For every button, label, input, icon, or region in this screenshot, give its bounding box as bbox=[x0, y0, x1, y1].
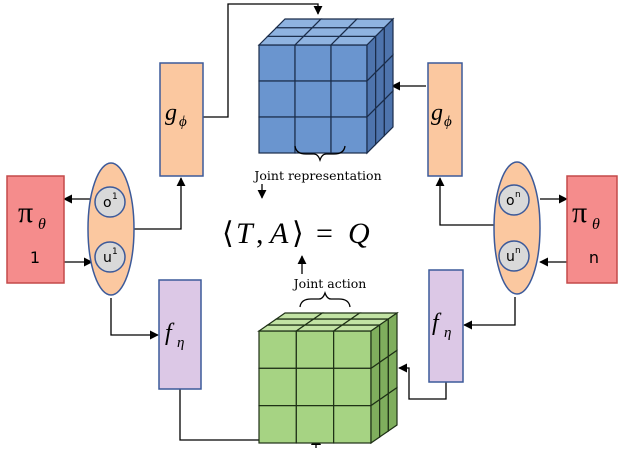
joint-action-label: Joint action bbox=[292, 276, 367, 291]
action-cube-side-cell bbox=[370, 398, 381, 445]
g-subscript-right: ϕ bbox=[444, 114, 452, 130]
arrow-g-left-to-rep-cube bbox=[203, 3, 323, 118]
arrow-f-right-to-action-cube bbox=[398, 363, 447, 400]
representation-cube-front-cell bbox=[258, 44, 296, 82]
representation-cube-side-cell bbox=[366, 106, 377, 155]
representation-cube-front-cell bbox=[258, 116, 296, 154]
g-box-right bbox=[427, 62, 463, 177]
act-label-1: u bbox=[103, 250, 112, 266]
policy-box-1 bbox=[6, 175, 65, 284]
representation-cube-front-cell bbox=[258, 80, 296, 118]
representation-cube-side-cell bbox=[383, 89, 394, 138]
g-subscript-left: ϕ bbox=[179, 114, 187, 130]
action-cube-front-cell bbox=[258, 330, 297, 369]
action-cube-front-cell bbox=[295, 330, 335, 369]
f-box-right bbox=[428, 269, 464, 383]
act-circle-1 bbox=[94, 241, 126, 273]
representation-cube-front-cell bbox=[330, 44, 368, 82]
eq-a: A bbox=[268, 217, 289, 250]
f-symbol-left: f bbox=[165, 320, 175, 346]
agent-index-n: n bbox=[589, 248, 599, 267]
f-subscript-left: η bbox=[177, 335, 184, 351]
action-cube-front-cell bbox=[333, 405, 372, 444]
action-cube-front-cell bbox=[295, 367, 335, 407]
action-cube-side-cell bbox=[370, 361, 381, 407]
eq-q: Q bbox=[348, 217, 370, 250]
action-brace-icon bbox=[299, 290, 351, 308]
policy-symbol-1: π bbox=[18, 196, 33, 229]
f-box-left bbox=[158, 279, 202, 390]
f-subscript-right: η bbox=[444, 325, 451, 341]
agent-1-io-ellipse: o 1 u 1 bbox=[87, 162, 135, 296]
action-cube-front-cell bbox=[295, 405, 335, 444]
action-cube bbox=[257, 311, 399, 445]
representation-brace-icon bbox=[294, 145, 346, 163]
action-cube-side-cell bbox=[370, 323, 381, 370]
action-cube-side-cell bbox=[387, 311, 398, 358]
io-ellipse-n bbox=[493, 161, 541, 295]
g-network-left: g ϕ bbox=[159, 62, 204, 177]
g-box-left bbox=[159, 62, 204, 177]
arrow-ellipse-n-to-f-right bbox=[463, 297, 516, 330]
io-ellipse-1 bbox=[87, 162, 135, 296]
eq-close-bracket: ⟩ bbox=[292, 217, 304, 250]
inner-product-equation: ⟨ T , A ⟩ = Q bbox=[222, 217, 370, 250]
action-cube-front-cell bbox=[333, 330, 372, 369]
f-network-right: f η bbox=[428, 269, 464, 383]
arrow-ellipse1-to-g-left bbox=[133, 177, 186, 230]
act-sup-n: n bbox=[515, 246, 521, 256]
connectors bbox=[63, 3, 568, 448]
arrow-ellipse-n-to-g-right bbox=[435, 177, 495, 226]
representation-cube-front-cell bbox=[330, 80, 368, 118]
policy-agent-1: π θ 1 bbox=[6, 175, 65, 284]
joint-representation-label: Joint representation bbox=[252, 168, 381, 183]
representation-cube-front-cell bbox=[294, 80, 332, 118]
action-cube-front-cell bbox=[333, 367, 372, 407]
representation-cube-front-cell bbox=[294, 44, 332, 82]
eq-open-bracket: ⟨ bbox=[222, 217, 234, 250]
act-circle-n bbox=[498, 240, 530, 272]
action-cube-side-cell bbox=[387, 349, 398, 395]
act-sup-1: 1 bbox=[112, 247, 118, 257]
obs-label-n: o bbox=[506, 193, 515, 209]
policy-symbol-n: π bbox=[572, 196, 587, 229]
obs-sup-n: n bbox=[515, 190, 521, 200]
policy-box-n bbox=[566, 175, 618, 284]
action-cube-front-cell bbox=[258, 367, 297, 407]
f-symbol-right: f bbox=[432, 310, 442, 336]
policy-agent-n: π θ n bbox=[566, 175, 618, 284]
representation-cube-front-cell bbox=[294, 116, 332, 154]
representation-cube-side-cell bbox=[375, 98, 385, 146]
action-cube-side-cell bbox=[379, 317, 389, 364]
action-cube-front-cell bbox=[258, 405, 297, 444]
action-cube-side-cell bbox=[379, 355, 389, 401]
representation-cube-front-cell bbox=[330, 116, 368, 154]
g-symbol-left: g bbox=[165, 100, 177, 126]
agent-n-io-ellipse: o n u n bbox=[493, 161, 541, 295]
obs-circle-n bbox=[498, 184, 530, 216]
policy-subscript-1: θ bbox=[38, 216, 46, 233]
representation-cube bbox=[257, 17, 395, 155]
g-symbol-right: g bbox=[431, 100, 443, 126]
eq-equals: = bbox=[316, 217, 333, 250]
obs-label-1: o bbox=[103, 195, 112, 211]
eq-t: T bbox=[236, 217, 255, 250]
agent-index-1: 1 bbox=[30, 248, 40, 267]
action-cube-side-cell bbox=[387, 386, 398, 433]
obs-circle-1 bbox=[94, 186, 126, 218]
arrow-ellipse1-to-f-left bbox=[110, 298, 159, 340]
obs-sup-1: 1 bbox=[112, 192, 118, 202]
policy-subscript-n: θ bbox=[592, 216, 600, 233]
action-cube-side-cell bbox=[379, 392, 389, 439]
g-network-right: g ϕ bbox=[427, 62, 463, 177]
eq-comma: , bbox=[256, 217, 264, 250]
act-label-n: u bbox=[506, 249, 515, 265]
f-network-left: f η bbox=[158, 279, 202, 390]
